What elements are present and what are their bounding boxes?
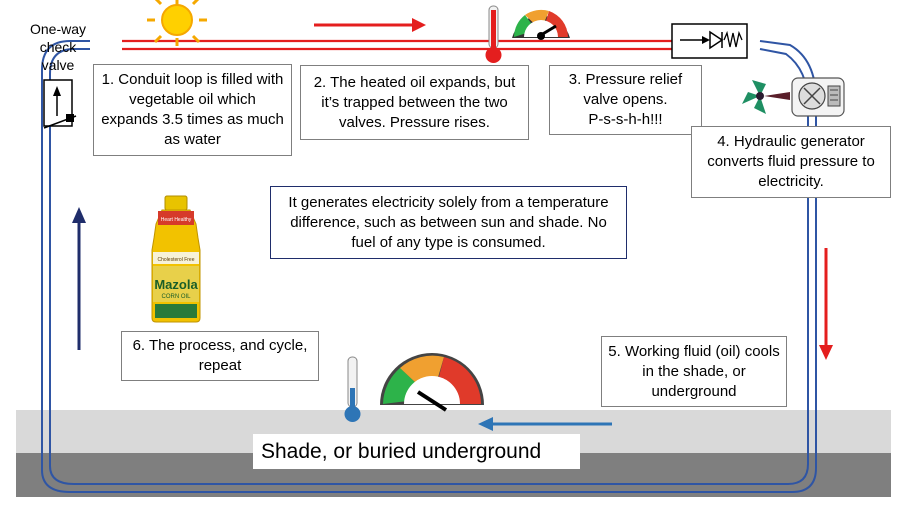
check-valve-icon (43, 79, 77, 129)
generator-icon (791, 77, 845, 117)
hot-pipe (122, 39, 672, 51)
flow-arrow-top (314, 18, 426, 32)
step-4-box: 4. Hydraulic generator converts fluid pr… (691, 126, 891, 198)
bottle-top-label: Heart Healthy (161, 217, 192, 223)
step-3-box: 3. Pressure relief valve opens. P-s-s-h-… (549, 65, 702, 135)
thermometer-hot-icon (485, 5, 502, 63)
bottle-brand: Mazola (154, 277, 198, 292)
bottle-sub: CORN OIL (161, 294, 191, 300)
bottle-neck-label: Cholesterol Free (158, 257, 195, 263)
step-5-box: 5. Working fluid (oil) cools in the shad… (601, 336, 787, 407)
relief-valve-icon (671, 23, 748, 59)
step-2-box: 2. The heated oil expands, but it’s trap… (300, 65, 529, 140)
step-6-box: 6. The process, and cycle, repeat (121, 331, 319, 381)
oil-bottle-image (151, 195, 201, 323)
thermometer-cold-icon (344, 356, 361, 422)
summary-box: It generates electricity solely from a t… (270, 186, 627, 259)
check-valve-label: One-way check valve (29, 21, 87, 73)
step-1-box: 1. Conduit loop is filled with vegetable… (93, 64, 292, 156)
gauge-low-icon (380, 353, 484, 412)
flow-arrow-down (819, 248, 833, 360)
gauge-high-icon (512, 9, 570, 40)
sun-icon (147, 0, 207, 46)
turbine-icon (742, 80, 790, 114)
flow-arrow-left (478, 417, 612, 431)
flow-arrow-up (72, 207, 86, 350)
ground-label: Shade, or buried underground (253, 434, 580, 469)
